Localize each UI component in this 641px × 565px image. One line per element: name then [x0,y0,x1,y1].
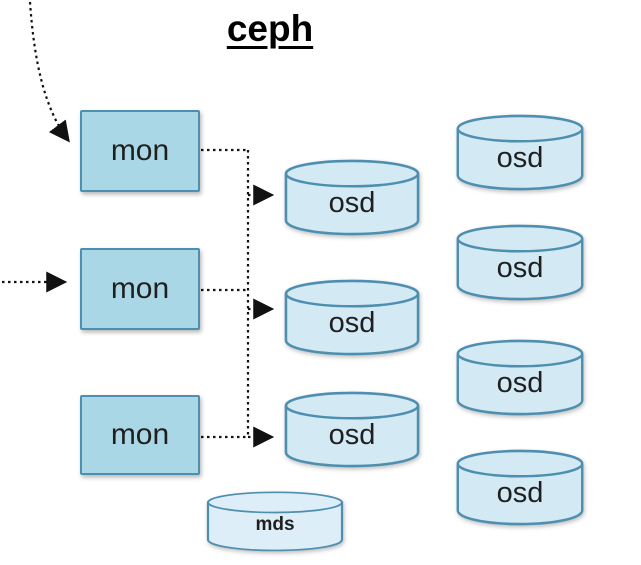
mon-node-2: mon [80,248,200,330]
osd-label: osd [496,476,544,509]
osd-label: osd [328,418,376,451]
osd-cylinder-right-1: osd [455,113,585,191]
osd-cylinder-right-2: osd [455,223,585,301]
cylinder-shape [456,449,584,526]
osd-label: osd [496,251,544,284]
mds-label: mds [255,514,295,535]
osd-cylinder-right-3: osd [455,338,585,416]
cylinder-shape [284,159,420,236]
osd-cylinder-middle-3: osd [283,390,421,468]
cylinder-shape [456,114,584,191]
osd-label: osd [328,186,376,219]
osd-label: osd [496,141,544,174]
cylinder-shape [284,279,420,356]
osd-cylinder-right-4: osd [455,448,585,526]
arrow-external-to-mon1 [28,1,70,143]
diagram-title: ceph [226,8,314,49]
mon-node-3: mon [80,395,200,475]
cylinder-shape [206,491,344,552]
osd-label: osd [328,306,376,339]
osd-label: osd [496,366,544,399]
cylinder-shape [284,391,420,468]
cylinder-shape [456,224,584,301]
mon-node-1: mon [80,110,200,192]
osd-cylinder-middle-2: osd [283,278,421,356]
cylinder-shape [456,339,584,416]
osd-cylinder-middle-1: osd [283,158,421,236]
mds-cylinder: mds [205,490,345,552]
